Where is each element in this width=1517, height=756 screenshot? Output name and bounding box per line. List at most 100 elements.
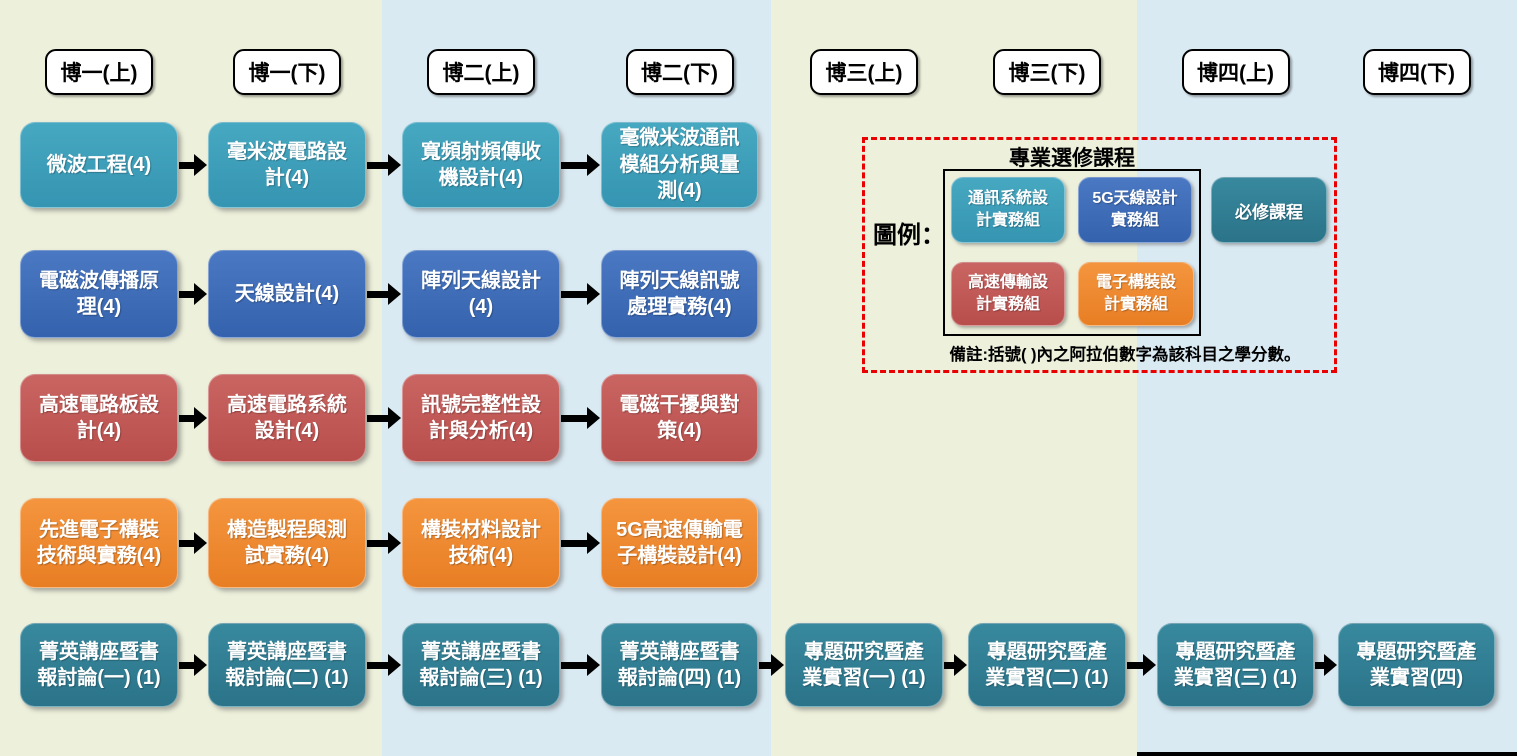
flow-arrow xyxy=(367,407,401,429)
course-box: 微波工程(4) xyxy=(20,122,178,208)
course-box: 高速電路系統設計(4) xyxy=(208,374,366,462)
flow-arrow xyxy=(367,532,401,554)
course-box: 構造製程與測試實務(4) xyxy=(208,498,366,588)
bottom-border-line xyxy=(1137,752,1517,756)
course-box: 菁英講座暨書報討論(四) (1) xyxy=(601,623,758,707)
course-box: 毫米波電路設計(4) xyxy=(208,122,366,208)
arrow-shaft xyxy=(1315,661,1324,669)
arrow-shaft xyxy=(561,290,587,298)
legend-group-communication: 通訊系統設計實務組 xyxy=(951,177,1065,243)
flow-arrow xyxy=(367,154,401,176)
flow-arrow xyxy=(1127,654,1156,676)
arrow-head-icon xyxy=(587,532,600,554)
course-box: 先進電子構裝技術與實務(4) xyxy=(20,498,178,588)
arrow-head-icon xyxy=(954,654,967,676)
arrow-shaft xyxy=(367,161,388,169)
semester-header: 博二(上) xyxy=(427,49,535,95)
arrow-shaft xyxy=(367,290,388,298)
flow-arrow xyxy=(944,654,967,676)
flow-arrow xyxy=(179,154,207,176)
legend-caption: 圖例： xyxy=(873,222,945,249)
arrow-head-icon xyxy=(587,283,600,305)
course-box: 專題研究暨產業實習(一) (1) xyxy=(785,623,943,707)
course-box: 電磁干擾與對策(4) xyxy=(601,374,758,462)
arrow-head-icon xyxy=(194,283,207,305)
legend-elective-box: 通訊系統設計實務組 5G天線設計實務組 高速傳輸設計實務組 電子構裝設計實務組 xyxy=(943,169,1201,336)
course-box: 毫微米波通訊模組分析與量測(4) xyxy=(601,122,758,208)
legend-panel: 圖例： 專業選修課程 通訊系統設計實務組 5G天線設計實務組 高速傳輸設計實務組… xyxy=(862,137,1337,373)
course-box: 菁英講座暨書報討論(三) (1) xyxy=(402,623,560,707)
arrow-shaft xyxy=(179,661,194,669)
arrow-shaft xyxy=(179,414,194,422)
course-box: 陣列天線設計(4) xyxy=(402,250,560,338)
semester-header: 博三(下) xyxy=(993,49,1101,95)
semester-header: 博三(上) xyxy=(810,49,918,95)
flow-arrow xyxy=(561,154,600,176)
flow-arrow xyxy=(179,532,207,554)
arrow-shaft xyxy=(367,661,388,669)
arrow-shaft xyxy=(944,661,954,669)
flow-arrow xyxy=(561,407,600,429)
arrow-head-icon xyxy=(194,154,207,176)
legend-required-box: 必修課程 xyxy=(1211,177,1327,243)
arrow-head-icon xyxy=(388,283,401,305)
legend-title: 專業選修課程 xyxy=(1009,147,1135,170)
arrow-shaft xyxy=(561,661,587,669)
semester-header: 博一(下) xyxy=(233,49,341,95)
arrow-head-icon xyxy=(194,654,207,676)
arrow-shaft xyxy=(759,661,771,669)
arrow-shaft xyxy=(179,290,194,298)
flow-arrow xyxy=(759,654,784,676)
flow-arrow xyxy=(1315,654,1337,676)
semester-header: 博四(上) xyxy=(1181,49,1290,95)
arrow-head-icon xyxy=(388,154,401,176)
flow-arrow xyxy=(179,283,207,305)
legend-note: 備註:括號( )內之阿拉伯數字為該科目之學分數。 xyxy=(949,346,1301,364)
arrow-head-icon xyxy=(587,654,600,676)
arrow-head-icon xyxy=(1143,654,1156,676)
arrow-head-icon xyxy=(1324,654,1337,676)
arrow-shaft xyxy=(561,414,587,422)
semester-header: 博二(下) xyxy=(625,49,734,95)
legend-group-packaging: 電子構裝設計實務組 xyxy=(1078,262,1194,326)
course-box: 專題研究暨產業實習(四) xyxy=(1338,623,1495,707)
arrow-head-icon xyxy=(771,654,784,676)
flow-arrow xyxy=(367,654,401,676)
course-box: 天線設計(4) xyxy=(208,250,366,338)
flow-arrow xyxy=(561,283,600,305)
arrow-shaft xyxy=(367,414,388,422)
course-box: 專題研究暨產業實習(三) (1) xyxy=(1157,623,1314,707)
arrow-shaft xyxy=(1127,661,1143,669)
course-box: 菁英講座暨書報討論(一) (1) xyxy=(20,623,178,707)
semester-header: 博一(上) xyxy=(45,49,153,95)
arrow-head-icon xyxy=(388,532,401,554)
arrow-head-icon xyxy=(587,154,600,176)
flow-arrow xyxy=(179,407,207,429)
course-box: 菁英講座暨書報討論(二) (1) xyxy=(208,623,366,707)
course-box: 訊號完整性設計與分析(4) xyxy=(402,374,560,462)
course-box: 構裝材料設計技術(4) xyxy=(402,498,560,588)
arrow-shaft xyxy=(367,539,388,547)
flow-arrow xyxy=(179,654,207,676)
arrow-shaft xyxy=(561,539,587,547)
flow-arrow xyxy=(367,283,401,305)
flow-arrow xyxy=(561,654,600,676)
flow-arrow xyxy=(561,532,600,554)
course-box: 寬頻射頻傳收機設計(4) xyxy=(402,122,560,208)
arrow-head-icon xyxy=(587,407,600,429)
legend-group-5g-antenna: 5G天線設計實務組 xyxy=(1078,177,1192,243)
arrow-head-icon xyxy=(388,654,401,676)
arrow-shaft xyxy=(179,539,194,547)
arrow-head-icon xyxy=(388,407,401,429)
arrow-shaft xyxy=(561,161,587,169)
semester-header: 博四(下) xyxy=(1362,49,1471,95)
legend-group-high-speed: 高速傳輸設計實務組 xyxy=(951,262,1065,326)
arrow-head-icon xyxy=(194,532,207,554)
course-box: 電磁波傳播原理(4) xyxy=(20,250,178,338)
course-box: 陣列天線訊號處理實務(4) xyxy=(601,250,758,338)
arrow-head-icon xyxy=(194,407,207,429)
course-box: 專題研究暨產業實習(二) (1) xyxy=(968,623,1126,707)
course-box: 高速電路板設計(4) xyxy=(20,374,178,462)
arrow-shaft xyxy=(179,161,194,169)
